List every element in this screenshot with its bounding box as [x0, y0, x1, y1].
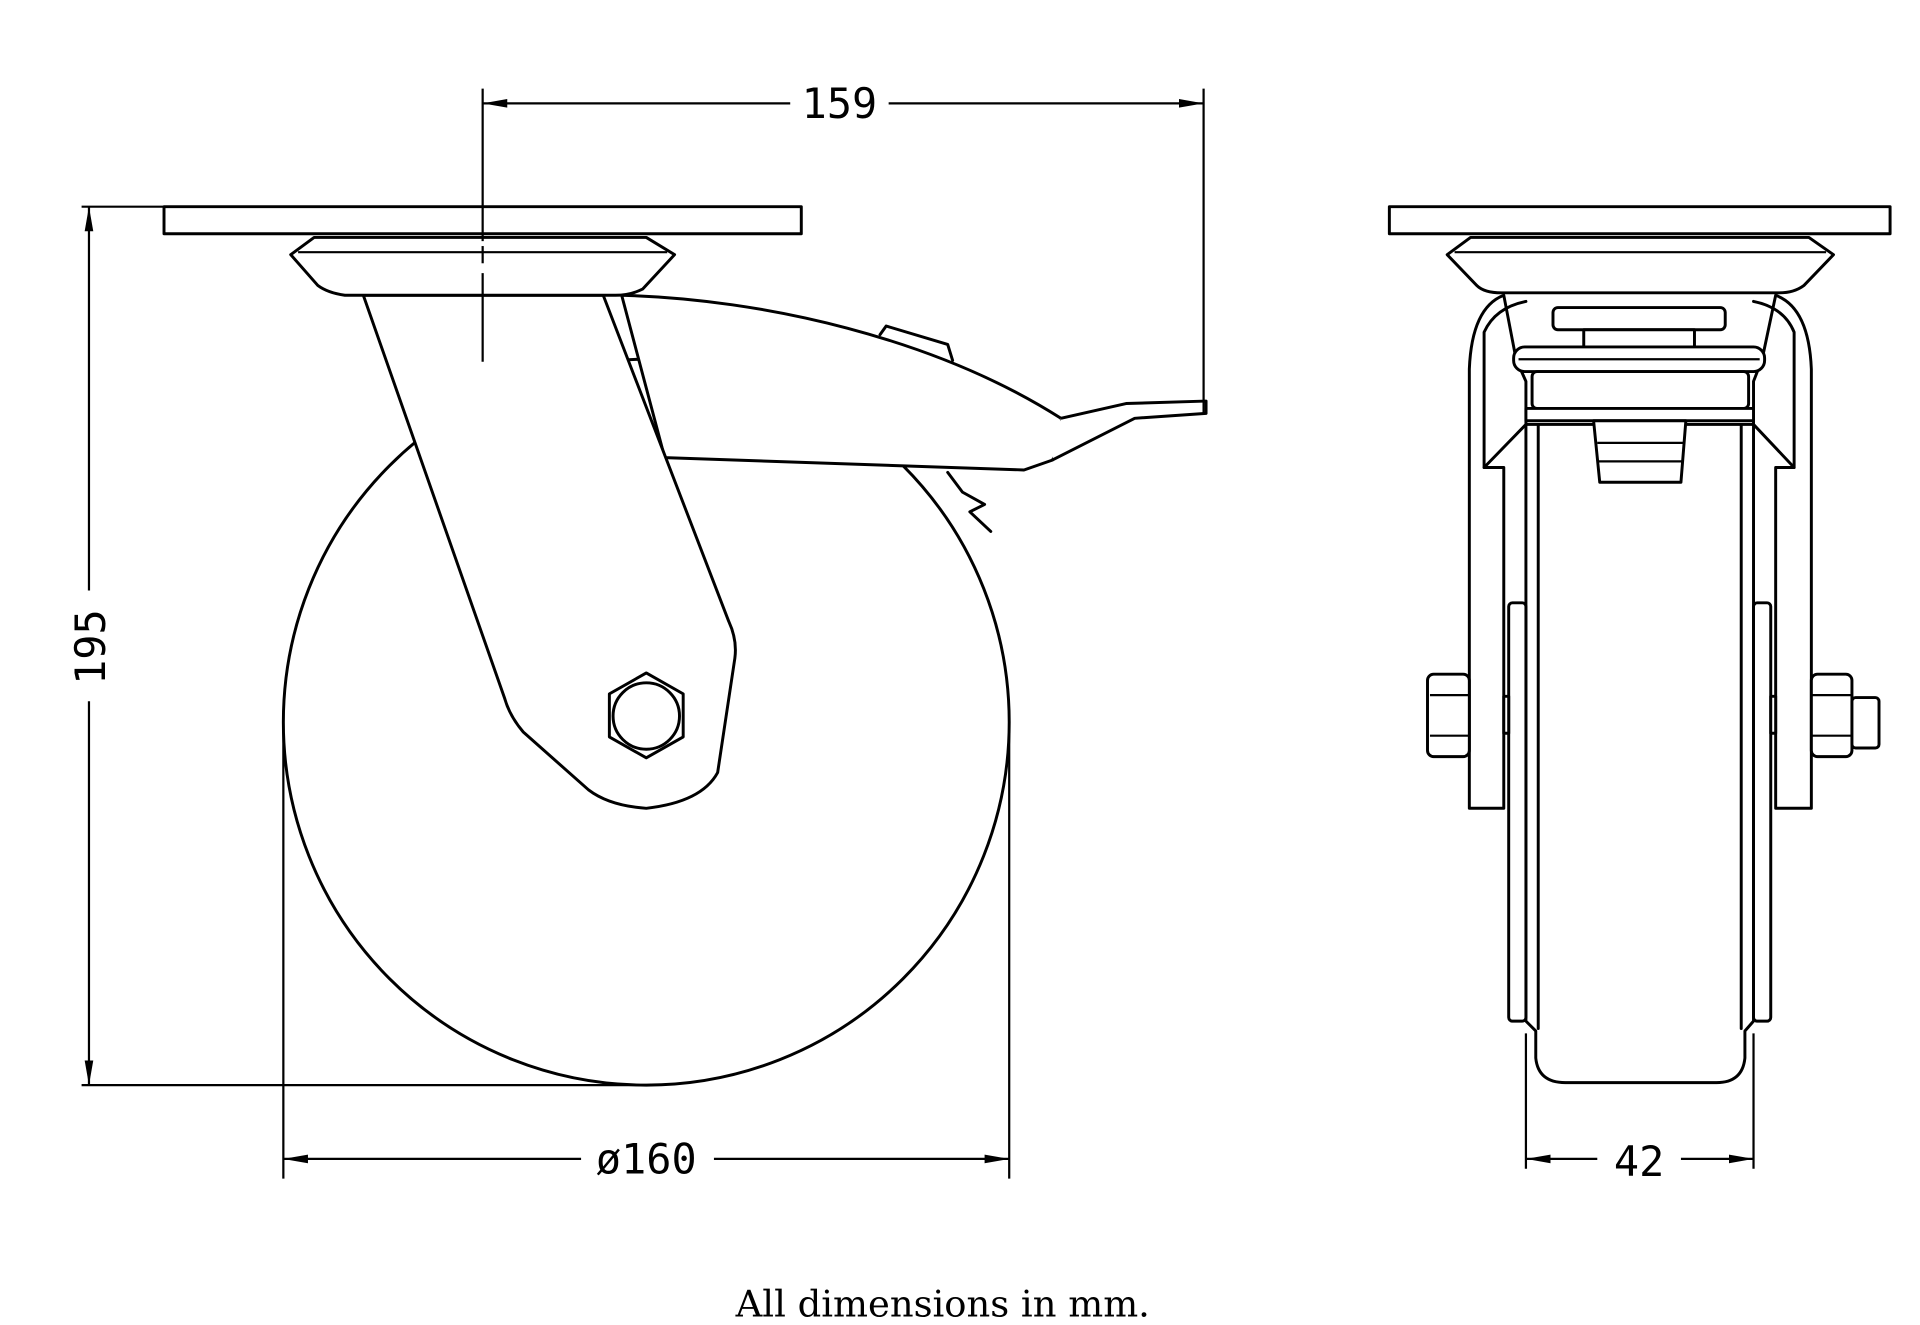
brake-shoe — [1592, 419, 1688, 484]
dimension-diameter: ø160 — [282, 725, 1011, 1184]
hub-right — [1752, 601, 1773, 1023]
brake-block — [1530, 370, 1751, 410]
dimension-height: 195 — [66, 205, 641, 1087]
dimension-offset: 159 — [482, 79, 1205, 415]
brake-housing — [620, 293, 1070, 472]
caption: All dimensions in mm. — [735, 1282, 1150, 1325]
hex-nut — [607, 671, 685, 760]
brake-top-plate — [1551, 306, 1727, 332]
axle-nut-right — [1809, 672, 1854, 759]
top-plate-front — [1387, 205, 1892, 236]
swivel-head-front — [1445, 235, 1835, 295]
side-view — [162, 88, 1208, 1087]
dimension-width: 42 — [1524, 1033, 1755, 1186]
fork-leg-right — [1752, 293, 1813, 810]
axle — [611, 681, 681, 751]
wheel-front — [1524, 422, 1755, 1085]
fork-leg — [361, 293, 737, 810]
front-view — [1387, 205, 1892, 1085]
dimension-offset-label: 159 — [802, 79, 878, 128]
hub-left — [1507, 601, 1528, 1023]
brake-detail — [878, 324, 955, 362]
bolt-end — [1850, 696, 1881, 750]
dimension-height-label: 195 — [66, 609, 115, 685]
axle-nut-left — [1426, 672, 1471, 759]
dimension-width-label: 42 — [1614, 1137, 1664, 1186]
dimension-diameter-label: ø160 — [596, 1135, 697, 1184]
brake-spring — [946, 470, 993, 533]
brake-pedal — [1051, 399, 1208, 462]
